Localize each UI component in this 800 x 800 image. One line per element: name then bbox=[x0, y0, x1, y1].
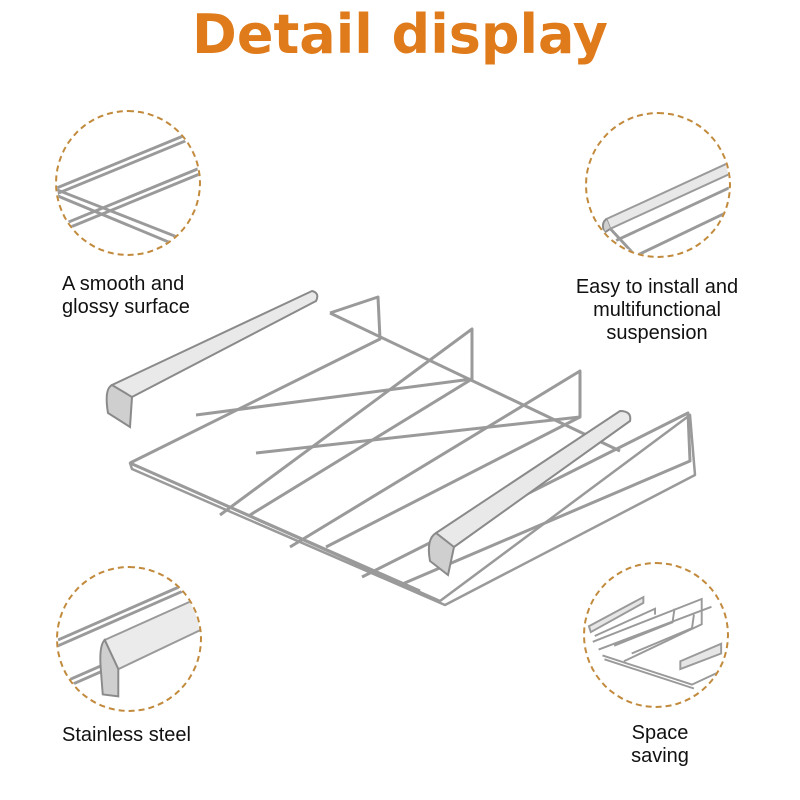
caption-stainless-steel: Stainless steel bbox=[62, 724, 191, 746]
caption-smooth-surface: A smooth and glossy surface bbox=[62, 273, 190, 318]
detail-circle-hook bbox=[585, 112, 731, 258]
page-title: Detail display bbox=[192, 3, 608, 66]
detail-circle-space bbox=[583, 562, 729, 708]
detail-circle-surface bbox=[55, 110, 201, 256]
hook-closeup-icon bbox=[601, 161, 729, 256]
caption-space-saving: Space saving bbox=[631, 722, 689, 767]
caption-easy-install: Easy to install and multifunctional susp… bbox=[575, 276, 739, 344]
steel-end-closeup-icon bbox=[58, 576, 200, 698]
rack-overview-icon bbox=[587, 595, 723, 690]
wire-rack-product-icon bbox=[105, 289, 697, 607]
rail-closeup-icon bbox=[57, 128, 199, 250]
detail-circle-steel bbox=[56, 566, 202, 712]
